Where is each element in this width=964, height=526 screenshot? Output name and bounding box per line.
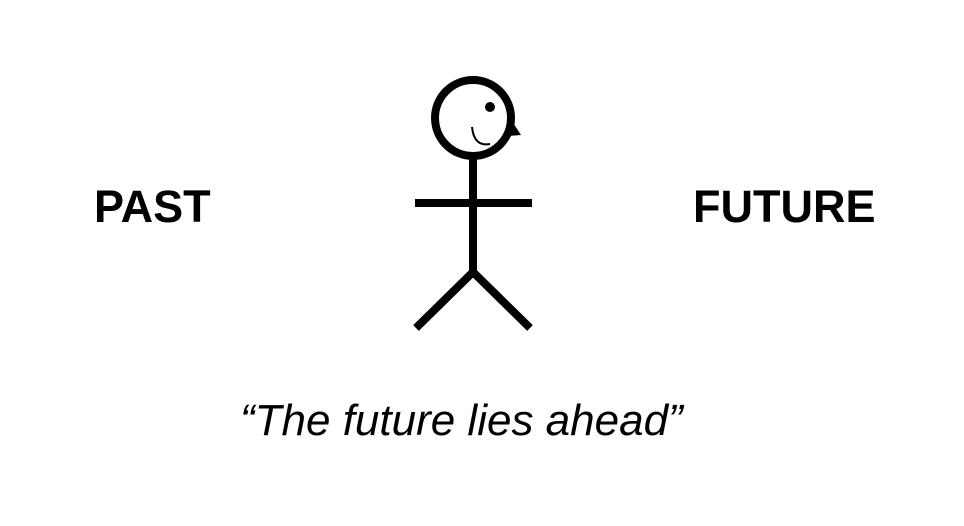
right-leg [470,269,533,331]
past-label: PAST [94,181,211,232]
head [431,76,515,160]
caption-quote: “The future lies ahead” [240,396,683,445]
nose [508,118,521,136]
smile [471,126,491,146]
eye [485,102,495,112]
future-label: FUTURE [693,181,876,232]
left-leg [413,269,476,331]
